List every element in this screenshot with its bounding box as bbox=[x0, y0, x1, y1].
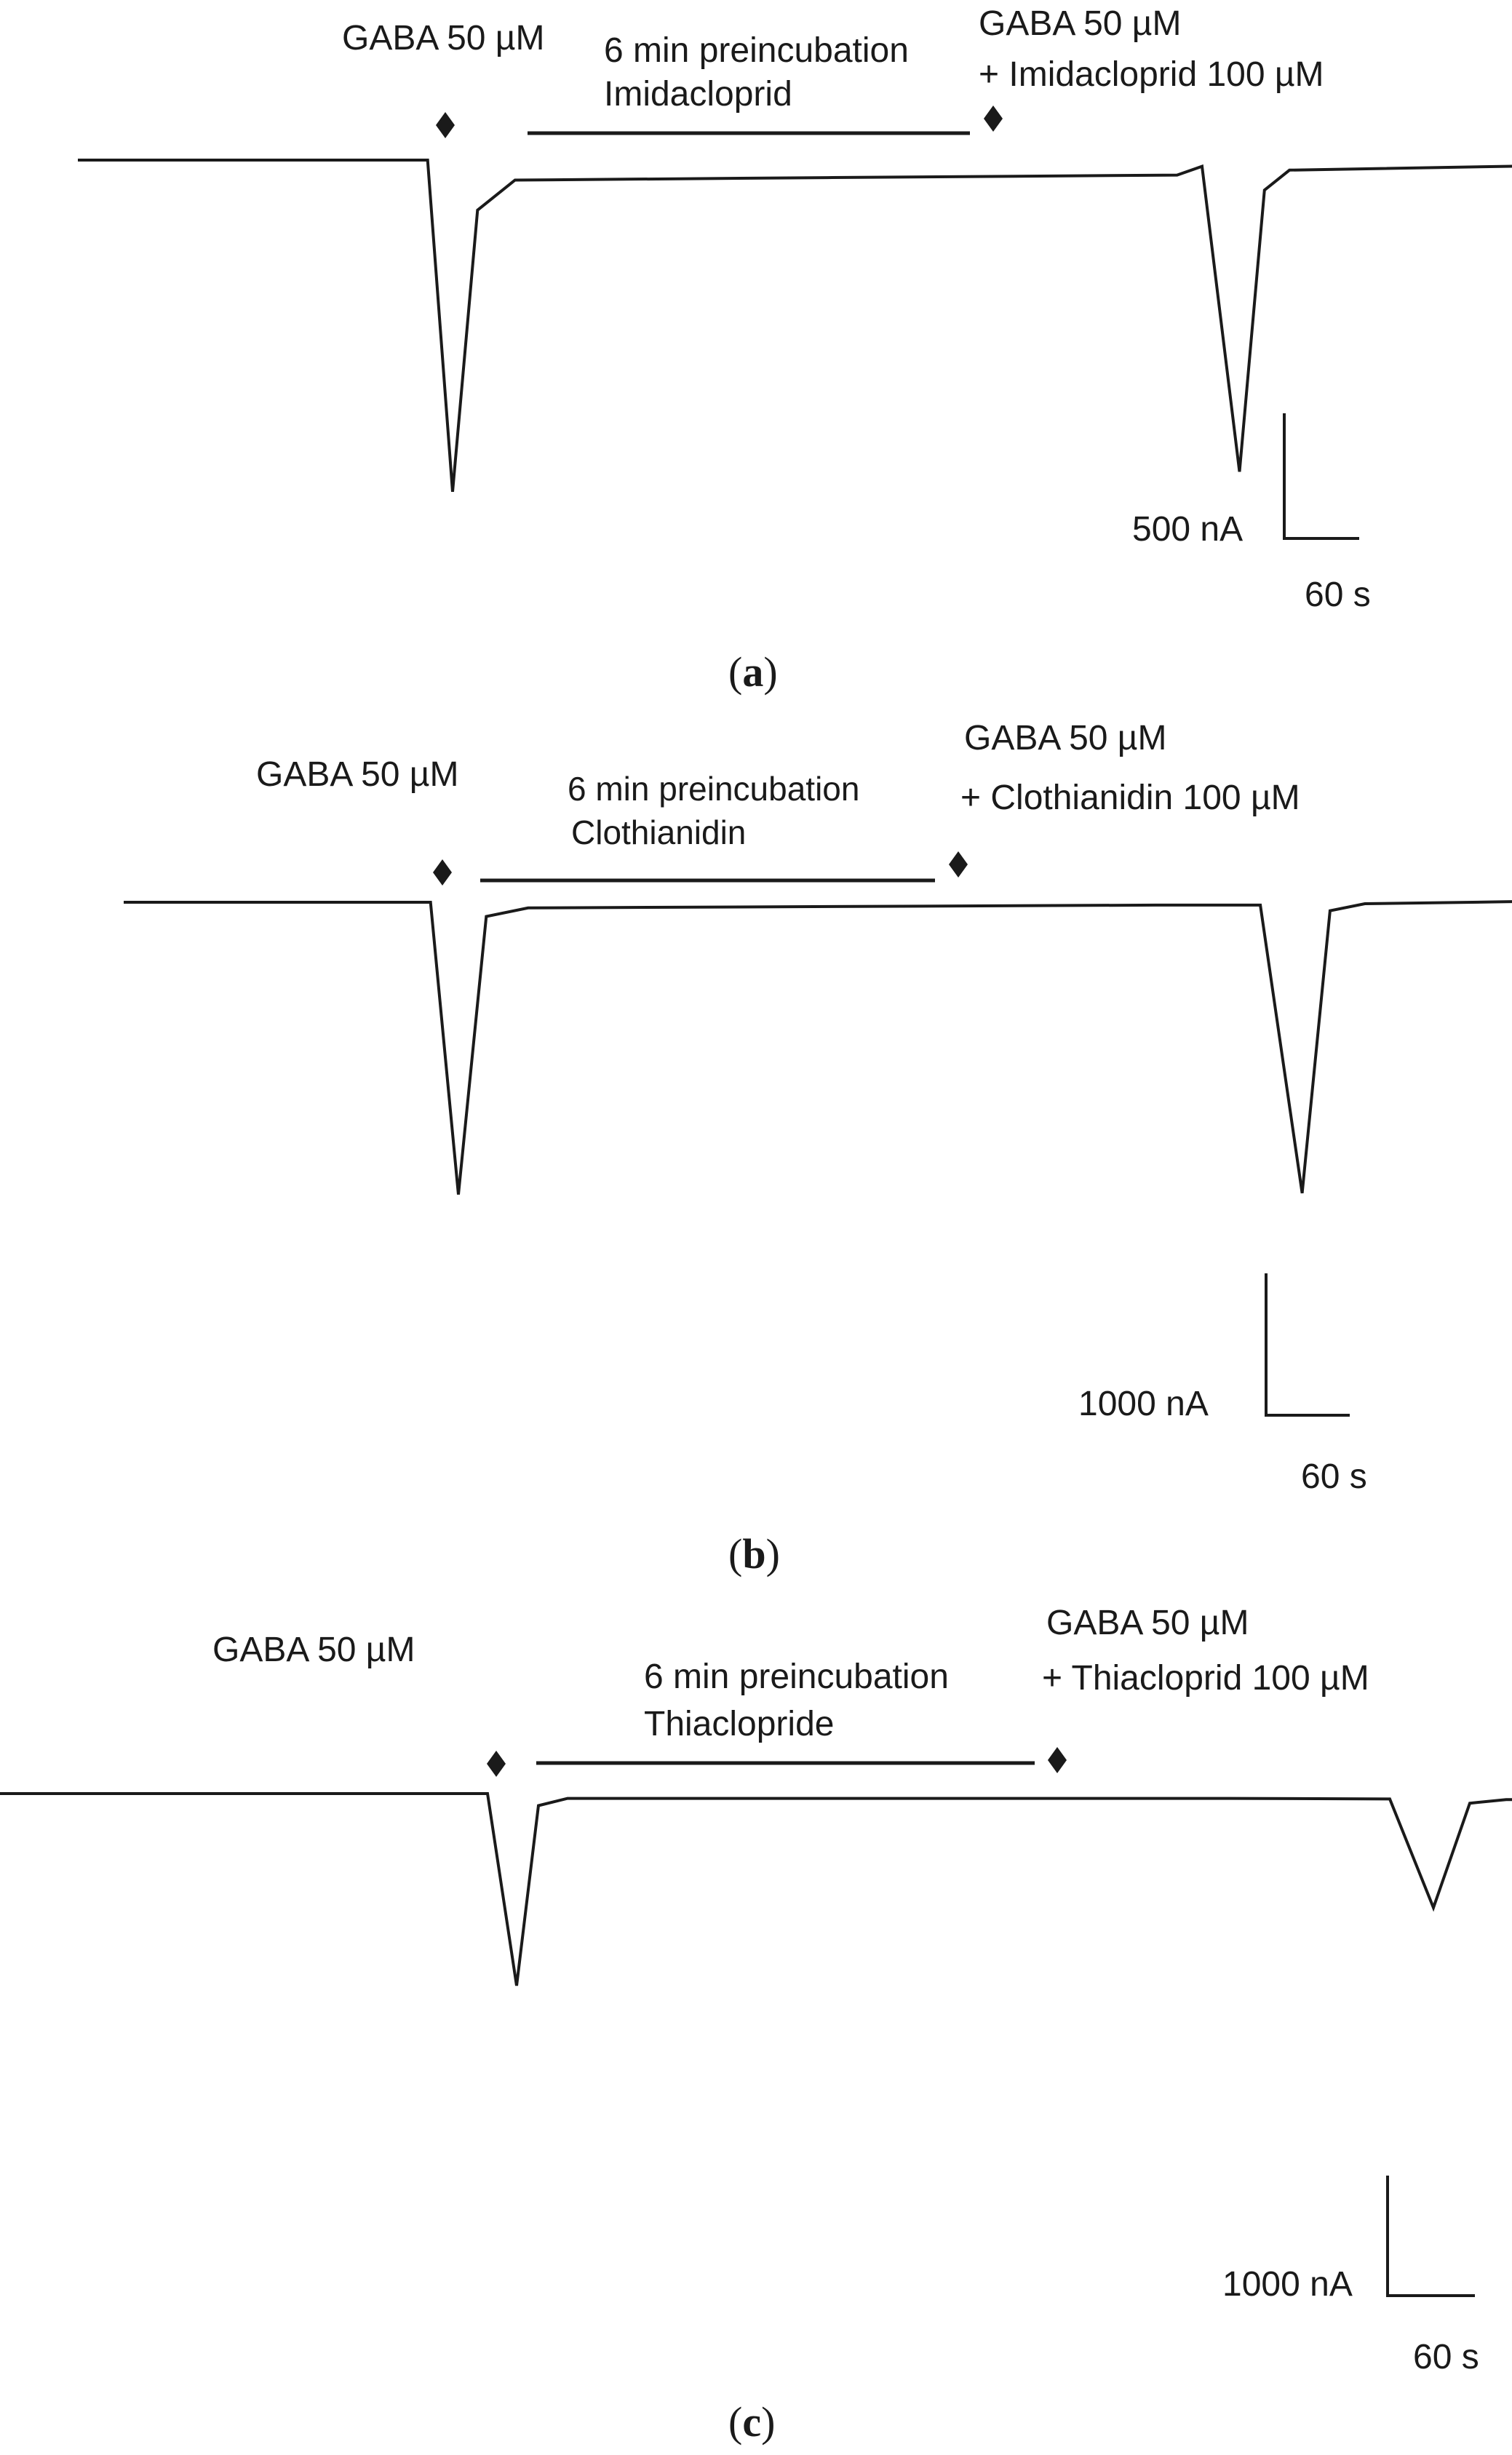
panel-c-scale-y-label: 1000 nA bbox=[1222, 2265, 1353, 2304]
panel-a-second-label-line2: + Imidacloprid 100 µM bbox=[979, 55, 1324, 94]
panel-c-bar-label-line1: 6 min preincubation bbox=[644, 1658, 949, 1696]
panel-b: GABA 50 µM 6 min preincubation Clothiani… bbox=[124, 719, 1512, 1577]
panel-c-bar-label-line2: Thiaclopride bbox=[644, 1705, 834, 1743]
panel-b-bar-label-line2: Clothianidin bbox=[571, 813, 746, 851]
panel-a-scale-x-label: 60 s bbox=[1305, 576, 1371, 614]
panel-a-scale-bar bbox=[1283, 413, 1359, 540]
panel-c-scale-bar bbox=[1386, 2176, 1475, 2297]
panel-b-second-label-line2: + Clothianidin 100 µM bbox=[960, 779, 1300, 817]
panel-b-bar-label-line1: 6 min preincubation bbox=[568, 770, 859, 808]
panel-b-scale-bar bbox=[1265, 1273, 1350, 1417]
panel-b-scale-x-label: 60 s bbox=[1301, 1457, 1367, 1496]
panel-a-second-label-line1: GABA 50 µM bbox=[979, 4, 1181, 43]
panel-a-application-marker-2 bbox=[984, 106, 1003, 132]
panel-c-caption: (c) bbox=[728, 2398, 775, 2446]
panel-a-first-label: GABA 50 µM bbox=[342, 19, 544, 57]
panel-b-current-trace bbox=[124, 900, 1512, 1195]
panel-c-second-label-line2: + Thiacloprid 100 µM bbox=[1042, 1659, 1369, 1698]
panel-c-application-marker-1 bbox=[487, 1751, 506, 1777]
panel-c-application-marker-2 bbox=[1048, 1747, 1067, 1773]
panel-a-bar-label-line1: 6 min preincubation bbox=[604, 31, 909, 70]
panel-b-application-marker-1 bbox=[433, 859, 452, 886]
panel-c-second-label-line1: GABA 50 µM bbox=[1046, 1604, 1249, 1642]
panel-b-scale-y-label: 1000 nA bbox=[1078, 1385, 1209, 1423]
panel-c-first-label: GABA 50 µM bbox=[212, 1631, 415, 1669]
panel-c-scale-x-label: 60 s bbox=[1413, 2338, 1479, 2376]
panel-c: GABA 50 µM 6 min preincubation Thiaclopr… bbox=[0, 1604, 1512, 2446]
panel-b-first-label: GABA 50 µM bbox=[256, 755, 458, 794]
panel-a: GABA 50 µM 6 min preincubation Imidaclop… bbox=[78, 4, 1512, 696]
panel-b-caption: (b) bbox=[728, 1530, 780, 1577]
panel-a-bar-label-line2: Imidacloprid bbox=[604, 75, 792, 114]
panel-c-current-trace bbox=[0, 1792, 1512, 1986]
panel-a-application-marker-1 bbox=[436, 112, 455, 138]
panel-b-second-label-line1: GABA 50 µM bbox=[964, 719, 1166, 757]
panel-a-scale-y-label: 500 nA bbox=[1132, 510, 1243, 549]
panel-a-current-trace bbox=[78, 159, 1512, 492]
panel-a-caption: (a) bbox=[728, 648, 778, 696]
panel-b-application-marker-2 bbox=[949, 851, 968, 878]
